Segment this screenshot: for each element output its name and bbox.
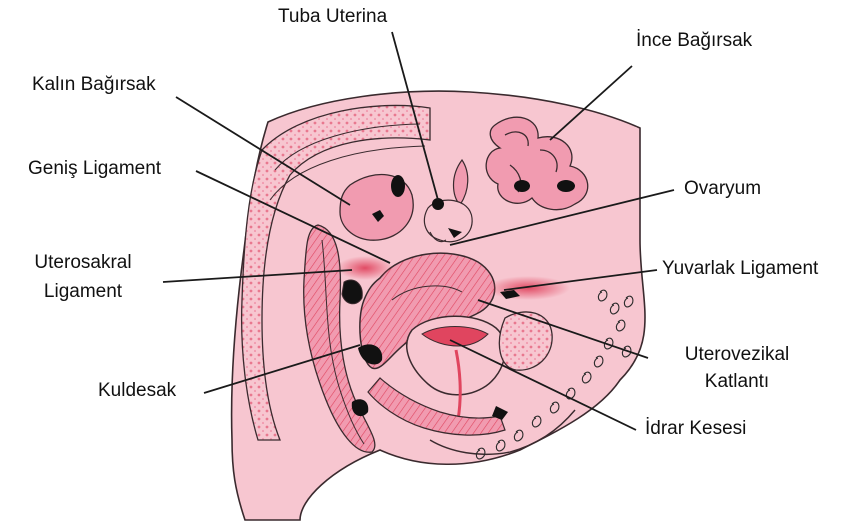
label-kalin-bagirsak: Kalın Bağırsak bbox=[32, 74, 156, 96]
label-tuba-uterina: Tuba Uterina bbox=[278, 6, 387, 28]
label-idrar-kesesi: İdrar Kesesi bbox=[645, 418, 746, 440]
label-ince-bagirsak: İnce Bağırsak bbox=[636, 30, 752, 52]
label-ovaryum: Ovaryum bbox=[684, 178, 761, 200]
label-uterovezikal-line1: Uterovezikal bbox=[662, 344, 812, 366]
label-kuldesak: Kuldesak bbox=[98, 380, 176, 402]
label-uterosakral-line2: Ligament bbox=[8, 281, 158, 303]
label-uterosakral-line1: Uterosakral bbox=[8, 252, 158, 274]
label-uterovezikal-line2: Katlantı bbox=[662, 371, 812, 393]
label-genis-ligament: Geniş Ligament bbox=[28, 158, 161, 180]
label-yuvarlak-ligament: Yuvarlak Ligament bbox=[662, 258, 818, 280]
